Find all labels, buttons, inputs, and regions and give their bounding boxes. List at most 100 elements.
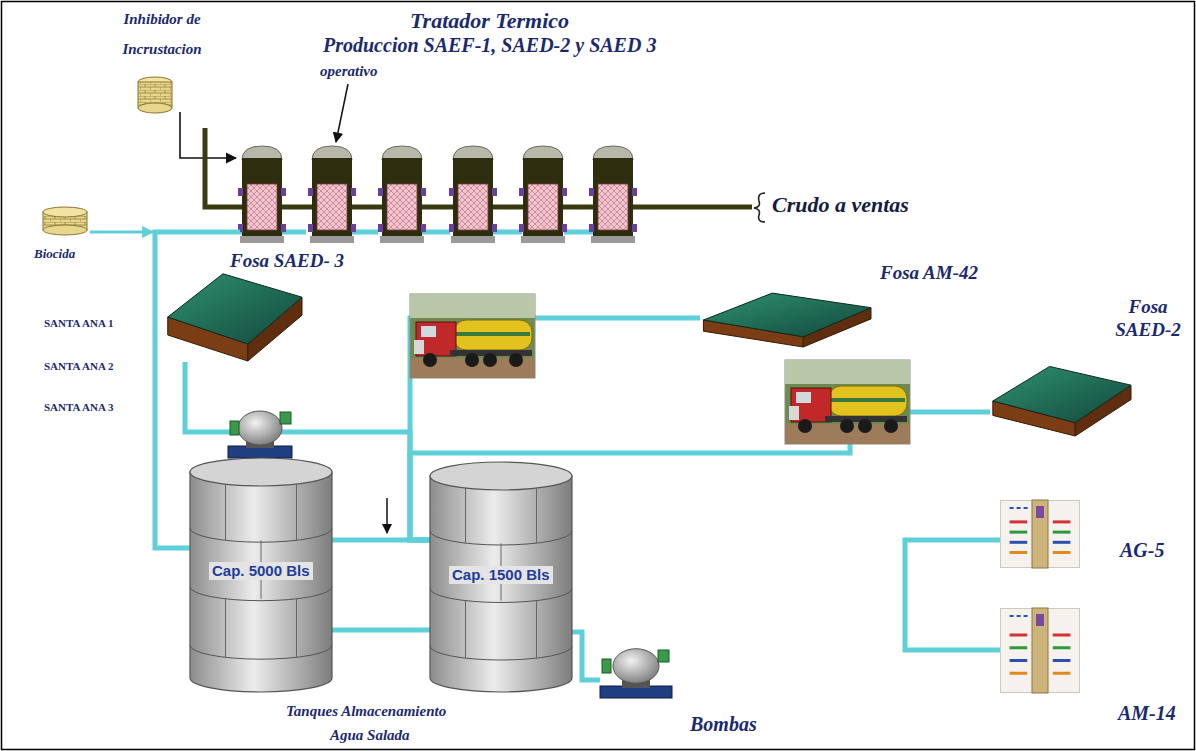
pump-unit: Bombas — [600, 638, 672, 702]
well-name: AG-5 — [1120, 538, 1164, 562]
inhibitor-feed — [180, 112, 236, 158]
well-symbol — [1053, 531, 1071, 534]
disposal-pit: Fosa SAED-2 — [990, 365, 1132, 437]
pump-symbol — [602, 659, 611, 673]
tank-shape — [190, 645, 332, 659]
heater-treaters — [238, 146, 637, 243]
tank-shape — [430, 462, 572, 490]
caption-note: Agua Salada — [330, 726, 410, 744]
tank-shape — [430, 531, 572, 545]
heater-treaters — [519, 146, 567, 243]
tank-shape — [430, 646, 572, 660]
well-symbol — [1053, 672, 1071, 675]
chemical-label: Biocida — [34, 246, 75, 262]
pipe-connector — [572, 632, 600, 680]
well-symbol — [1053, 551, 1071, 554]
well-symbol — [1010, 634, 1028, 637]
source-label: SANTA ANA 3 — [44, 401, 113, 414]
well-symbol — [1000, 608, 1080, 693]
inhibitor-feed — [138, 103, 172, 113]
pump-symbol — [658, 650, 669, 662]
pit-shape — [165, 272, 303, 362]
tank-shape — [536, 601, 537, 659]
transfer-pump — [238, 411, 282, 445]
pipe-connector — [332, 538, 430, 543]
well-symbol — [1010, 541, 1028, 544]
well-symbol — [1010, 531, 1028, 534]
tank-shape — [536, 488, 537, 543]
transfer-pump — [280, 412, 291, 424]
well-symbol — [1036, 614, 1044, 626]
pipe-connector — [332, 628, 430, 633]
transfer-pump — [230, 421, 239, 435]
pump-symbol — [600, 638, 672, 702]
pipe-connector — [905, 540, 1000, 650]
heater-treaters — [589, 146, 637, 243]
node-heading: Fosa SAED- 3 — [230, 250, 344, 273]
well-symbol — [1036, 506, 1044, 518]
treater-bank: Tratador TermicoProduccion SAEF-1, SAED-… — [240, 145, 640, 245]
node-heading: Fosa AM-42 — [880, 262, 978, 285]
well-symbol — [1053, 541, 1071, 544]
pit-shape — [168, 274, 302, 344]
tank-shape — [296, 484, 297, 540]
well-symbol — [1000, 500, 1080, 568]
transfer-pump — [228, 411, 292, 458]
pit-shape — [700, 292, 872, 348]
equipment-illustration — [785, 360, 910, 444]
tank-shape — [225, 599, 226, 658]
heater-treaters — [238, 146, 286, 243]
source-label: SANTA ANA 2 — [44, 360, 113, 373]
tank-capacity: Cap. 1500 Bls — [449, 566, 553, 584]
tank-shape — [465, 601, 466, 659]
well-symbol — [1032, 500, 1048, 568]
disposal-pit: Fosa AM-42 — [700, 292, 872, 348]
heater-treaters — [308, 146, 356, 243]
node-heading: Fosa SAED-2 — [1108, 296, 1188, 342]
disposal-pit: Fosa SAED- 3 — [165, 272, 303, 362]
node-heading: Bombas — [690, 712, 757, 736]
tank-shape — [296, 599, 297, 658]
tank-shape — [465, 488, 466, 543]
well-symbol — [1010, 615, 1029, 617]
pointer-arrow — [336, 84, 348, 142]
injection-well: AG-5 — [1000, 500, 1080, 568]
well-symbol — [1001, 501, 1080, 568]
biocide-feed — [90, 231, 153, 234]
equipment-illustration — [410, 294, 535, 378]
injection-well: AM-14 — [1000, 608, 1080, 693]
pit-shape — [703, 293, 871, 337]
node-heading: Tratador Termico — [410, 8, 569, 34]
caption-note: Tanques Almacenamiento — [286, 702, 446, 720]
node-subheading: Produccion SAEF-1, SAED-2 y SAED 3 — [323, 33, 656, 57]
status-note: operativo — [320, 62, 378, 80]
well-symbol — [1010, 551, 1028, 554]
tank-shape — [190, 528, 332, 542]
biocide-feed — [43, 207, 153, 235]
storage-tank: Cap. 1500 Bls — [430, 462, 572, 692]
tank-shape — [430, 476, 572, 692]
biocide-feed — [43, 207, 87, 217]
tank-shape — [225, 484, 226, 540]
well-symbol — [1032, 608, 1048, 693]
pit-shape — [993, 366, 1131, 422]
inhibitor-feed — [138, 77, 236, 158]
oil-line — [754, 193, 765, 222]
well-symbol — [1010, 646, 1028, 649]
well-symbol — [1053, 520, 1071, 523]
biocide-feed — [43, 225, 87, 235]
well-symbol — [1010, 520, 1028, 523]
well-symbol — [1010, 507, 1029, 509]
heater-treaters — [449, 146, 497, 243]
well-symbol — [1010, 659, 1028, 662]
storage-tank: Cap. 5000 Bls — [190, 458, 332, 692]
heater-treaters — [378, 146, 426, 243]
pit-shape — [990, 365, 1132, 437]
well-symbol — [1001, 609, 1080, 693]
well-symbol — [1053, 646, 1071, 649]
well-symbol — [1053, 634, 1071, 637]
well-symbol — [1053, 659, 1071, 662]
tank-capacity: Cap. 5000 Bls — [209, 562, 313, 580]
